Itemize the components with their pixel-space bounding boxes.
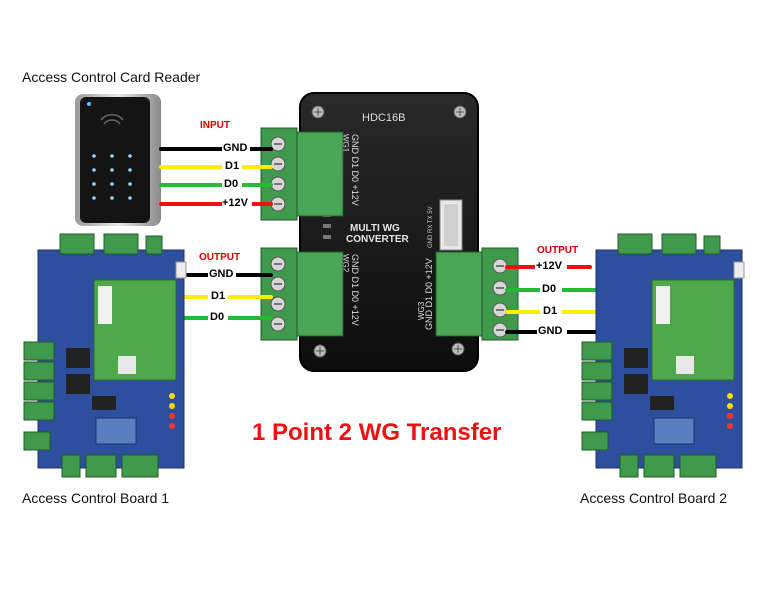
converter-name-line2: CONVERTER bbox=[346, 234, 410, 245]
keypad bbox=[92, 154, 132, 200]
wg2-pins: GND D1 D0 +12V bbox=[350, 254, 360, 326]
input-heading: INPUT bbox=[200, 120, 230, 131]
rfid-wave-icon bbox=[100, 113, 124, 125]
input-wires bbox=[159, 147, 273, 206]
uart-pins: GND RX TX 5V bbox=[428, 206, 434, 248]
input-label-gnd: GND bbox=[223, 142, 248, 154]
wg3-label: WG3 bbox=[417, 301, 426, 320]
wg1-pins: GND D1 D0 +12V bbox=[350, 134, 360, 206]
board1-label: Access Control Board 1 bbox=[22, 490, 169, 506]
output1-label-gnd: GND bbox=[209, 268, 234, 280]
diagram-title: 1 Point 2 WG Transfer bbox=[252, 419, 501, 446]
input-label-d1: D1 bbox=[225, 160, 239, 172]
output1-label-d1: D1 bbox=[211, 290, 225, 302]
wg1-label: WG1 bbox=[341, 134, 350, 153]
converter-model: HDC16B bbox=[362, 112, 405, 124]
output2-label-12v: +12V bbox=[536, 260, 563, 272]
wg3-pins: GND D1 D0 +12V bbox=[424, 258, 434, 330]
wg1-terminal bbox=[260, 127, 344, 221]
input-label-d0: D0 bbox=[224, 178, 238, 190]
access-control-board-1 bbox=[23, 233, 187, 478]
output2-label-gnd: GND bbox=[538, 325, 563, 337]
access-control-board-2 bbox=[581, 233, 745, 478]
output2-wires bbox=[505, 265, 602, 334]
wg3-terminal bbox=[435, 247, 519, 341]
converter-name-line1: MULTI WG bbox=[350, 223, 400, 234]
output2-label-d0: D0 bbox=[542, 283, 556, 295]
board2-label: Access Control Board 2 bbox=[580, 490, 727, 506]
output2-label-d1: D1 bbox=[543, 305, 557, 317]
wg2-terminal bbox=[260, 247, 344, 341]
output1-label-d0: D0 bbox=[210, 311, 224, 323]
input-label-12v: +12V bbox=[222, 197, 249, 209]
wg2-label: WG2 bbox=[341, 254, 350, 273]
wg-converter bbox=[299, 92, 479, 372]
card-reader bbox=[75, 94, 161, 226]
output2-heading: OUTPUT bbox=[537, 245, 578, 256]
card-reader-label: Access Control Card Reader bbox=[22, 69, 201, 85]
output1-heading: OUTPUT bbox=[199, 252, 240, 263]
